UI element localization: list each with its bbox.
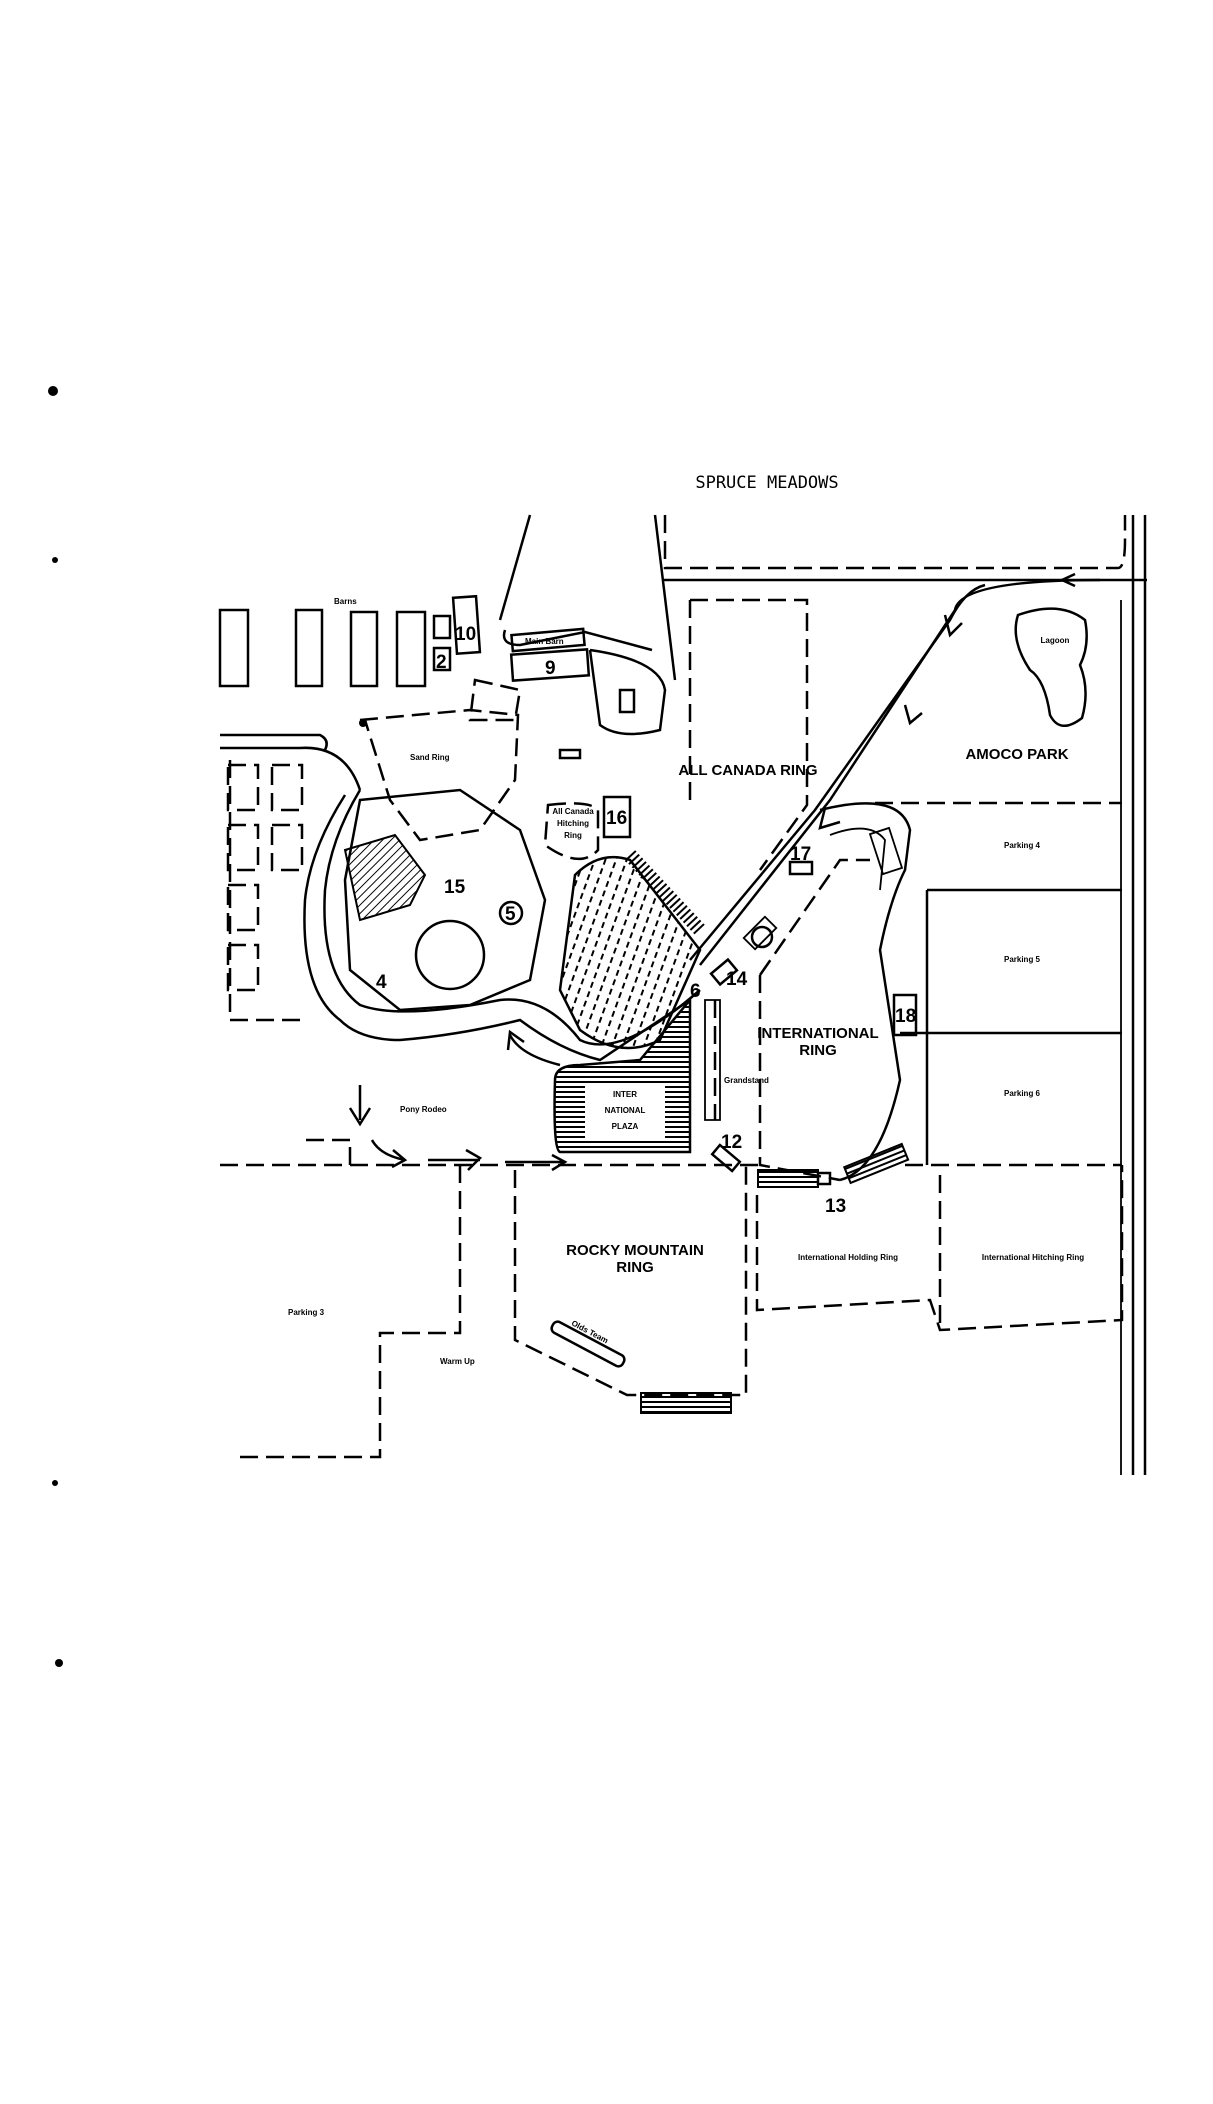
amoco-park-label: AMOCO PARK <box>965 746 1068 763</box>
parking-5-label: Parking 5 <box>1004 955 1041 964</box>
pony-rodeo-label: Pony Rodeo <box>400 1105 447 1114</box>
parking-6-label: Parking 6 <box>1004 1089 1041 1098</box>
hitching-ring-label-1: All Canada <box>552 807 594 816</box>
main-complex: 15 4 5 <box>220 733 701 1062</box>
lagoon-label: Lagoon <box>1041 636 1070 645</box>
marker-18: 18 <box>895 1006 916 1027</box>
margin-marks <box>48 386 63 1667</box>
parking-4-label: Parking 4 <box>1004 841 1041 850</box>
international-plaza: INTER NATIONAL PLAZA <box>553 996 692 1154</box>
traffic-arrows: Pony Rodeo <box>348 1029 568 1172</box>
map-title: SPRUCE MEADOWS <box>695 473 838 493</box>
marker-16: 16 <box>606 808 627 829</box>
hitching-ring-label: International Hitching Ring <box>982 1253 1084 1262</box>
marker-13: 13 <box>825 1196 846 1217</box>
marker-14: 14 <box>726 969 748 990</box>
holding-ring-label: International Holding Ring <box>798 1253 898 1262</box>
plaza-label-2: NATIONAL <box>605 1106 646 1115</box>
main-barn-label: Main Barn <box>525 637 564 646</box>
barns-label: Barns <box>334 597 357 606</box>
amoco-park: Lagoon AMOCO PARK <box>965 607 1088 763</box>
marker-5: 5 <box>505 904 516 925</box>
marker-2: 2 <box>436 652 447 673</box>
rocky-mountain-ring-label-1: ROCKY MOUNTAIN <box>566 1242 704 1259</box>
all-canada-ring: ALL CANADA RING All Canada Hitching Ring… <box>543 598 818 871</box>
hitching-ring-label-2: Hitching <box>557 819 589 828</box>
holding-rings: 13 International Holding Ring Internatio… <box>755 1142 1124 1332</box>
rocky-mountain-ring-label-2: RING <box>616 1259 654 1276</box>
barns: Barns 10 2 <box>218 594 482 688</box>
sand-ring-label: Sand Ring <box>410 753 450 762</box>
rocky-mountain-ring: ROCKY MOUNTAIN RING Olds Team <box>513 1165 748 1414</box>
marker-15: 15 <box>444 877 466 898</box>
international-ring-label-2: RING <box>799 1042 837 1059</box>
international-ring: INTERNATIONAL RING 18 <box>757 826 918 1182</box>
marker-9: 9 <box>545 658 556 679</box>
parking-3: Parking 3 Warm Up <box>220 1138 760 1459</box>
all-canada-ring-label: ALL CANADA RING <box>678 762 817 779</box>
marker-4: 4 <box>376 972 387 993</box>
grandstand-label: Grandstand <box>724 1076 769 1085</box>
marker-10: 10 <box>455 624 476 645</box>
main-barn: Main Barn 9 <box>498 514 677 736</box>
parking-3-label: Parking 3 <box>288 1308 325 1317</box>
plaza-label-3: PLAZA <box>612 1122 639 1131</box>
parking-east: Parking 4 Parking 5 Parking 6 <box>875 801 1122 1167</box>
marker-17: 17 <box>790 844 811 865</box>
marker-12: 12 <box>721 1132 742 1153</box>
entrance-road <box>689 578 1101 1182</box>
hitching-ring-label-3: Ring <box>564 831 582 840</box>
warm-up-label: Warm Up <box>440 1357 475 1366</box>
marker-6: 6 <box>690 981 701 1002</box>
plaza-label-1: INTER <box>613 1090 637 1099</box>
sand-ring: Sand Ring <box>359 678 522 842</box>
access-markers: 17 14 6 Grandstand 12 <box>690 844 814 1173</box>
international-ring-label-1: INTERNATIONAL <box>757 1025 878 1042</box>
